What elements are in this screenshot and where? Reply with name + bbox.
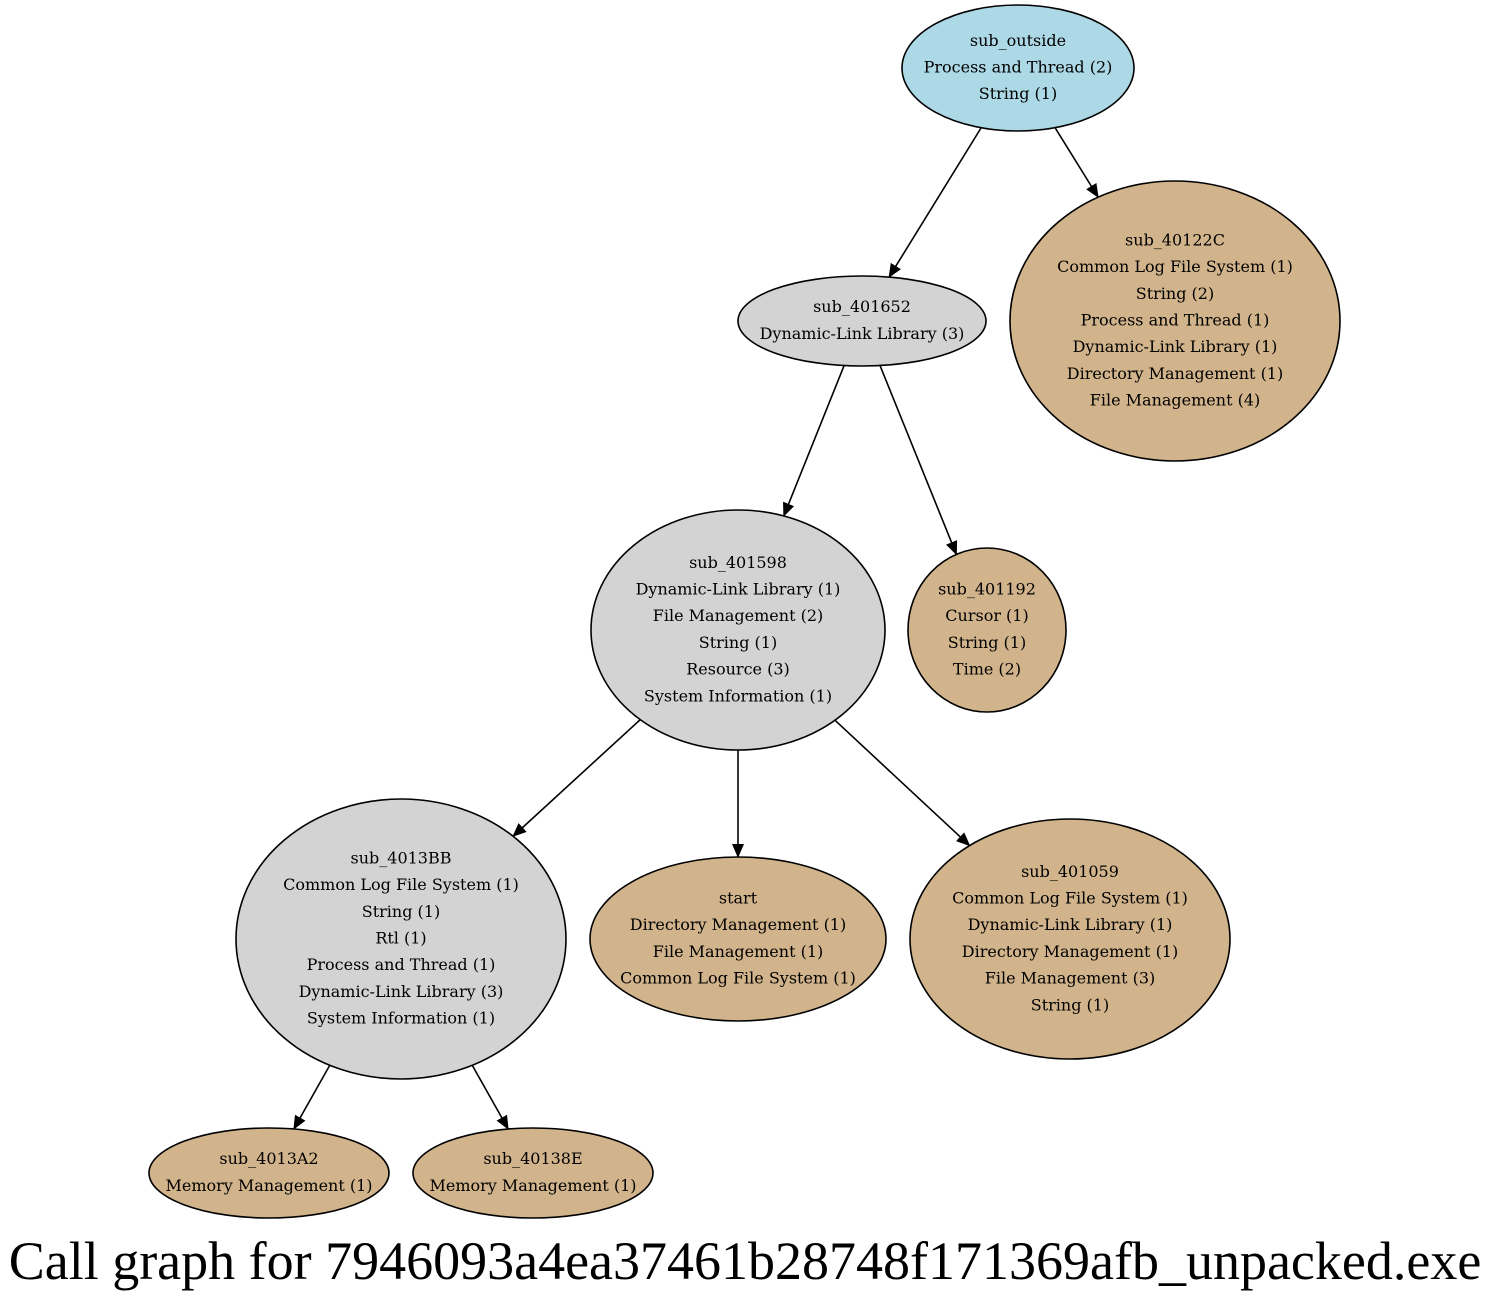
node-shape-sub_401192 — [907, 547, 1067, 713]
node-shape-sub_4013A2 — [148, 1127, 390, 1219]
node-category-label: Resource (3) — [686, 660, 790, 679]
node-category-label: Common Log File System (1) — [620, 969, 856, 988]
node-category-label: String (1) — [948, 633, 1026, 652]
node-category-label: Common Log File System (1) — [1057, 257, 1293, 276]
edge-sub_401598-to-sub_4013BB — [512, 719, 641, 837]
node-category-label: System Information (1) — [644, 686, 832, 705]
edge-sub_outside-to-sub_401652 — [888, 127, 982, 278]
node-shape-sub_401059 — [909, 818, 1231, 1060]
node-title: sub_401059 — [1021, 862, 1119, 881]
node-category-label: Process and Thread (1) — [1081, 311, 1270, 330]
node-category-label: Directory Management (1) — [630, 915, 846, 934]
node-category-label: Rtl (1) — [375, 929, 426, 948]
edges-layer — [293, 127, 1099, 1130]
node-category-label: System Information (1) — [307, 1009, 495, 1028]
edge-sub_4013BB-to-sub_4013A2 — [293, 1064, 331, 1130]
graph-caption: Call graph for 7946093a4ea37461b28748f17… — [9, 1231, 1482, 1291]
node-category-label: Dynamic-Link Library (1) — [636, 579, 841, 598]
node-category-label: File Management (1) — [653, 942, 824, 961]
node-category-label: Dynamic-Link Library (1) — [968, 915, 1173, 934]
node-title: sub_401598 — [689, 553, 787, 572]
node-category-label: Process and Thread (2) — [924, 58, 1113, 77]
node-title: sub_40122C — [1125, 230, 1225, 249]
node-category-label: Common Log File System (1) — [952, 888, 1188, 907]
node-category-label: Memory Management (1) — [165, 1176, 372, 1195]
node-category-label: Dynamic-Link Library (1) — [1073, 337, 1278, 356]
node-category-label: Common Log File System (1) — [283, 875, 519, 894]
node-category-label: File Management (3) — [985, 969, 1156, 988]
edge-sub_401652-to-sub_401192 — [879, 365, 958, 556]
node-category-label: String (1) — [362, 902, 440, 921]
node-shape-sub_outside — [901, 4, 1135, 132]
node-category-label: Process and Thread (1) — [307, 955, 496, 974]
node-shape-start — [589, 856, 887, 1022]
node-category-label: Time (2) — [953, 660, 1021, 679]
node-shape-sub_40138E — [412, 1127, 654, 1219]
node-title: sub_40138E — [483, 1149, 582, 1168]
node-category-label: Dynamic-Link Library (3) — [760, 324, 965, 343]
node-category-label: Memory Management (1) — [429, 1176, 636, 1195]
node-sub_4013BB: sub_4013BB Common Log File System (1) Stri… — [235, 798, 567, 1080]
node-title: sub_401192 — [938, 579, 1036, 598]
node-category-label: Directory Management (1) — [962, 942, 1178, 961]
edge-sub_401598-to-sub_401059 — [834, 719, 971, 847]
node-title: sub_4013BB — [351, 848, 452, 867]
node-category-label: String (1) — [1031, 995, 1109, 1014]
node-category-label: Directory Management (1) — [1067, 364, 1283, 383]
edge-sub_401652-to-sub_401598 — [783, 365, 845, 517]
node-shape-sub_40122C — [1009, 180, 1341, 462]
node-category-label: File Management (4) — [1090, 391, 1261, 410]
edge-sub_outside-to-sub_40122C — [1054, 127, 1099, 198]
node-title: sub_4013A2 — [219, 1149, 318, 1168]
node-category-label: File Management (2) — [653, 606, 824, 625]
node-sub_40122C: sub_40122C Common Log File System (1) Stri… — [1009, 180, 1341, 462]
node-title: start — [719, 888, 758, 907]
node-category-label: String (1) — [979, 84, 1057, 103]
node-shape-sub_401652 — [737, 275, 987, 367]
node-category-label: String (1) — [699, 633, 777, 652]
node-category-label: String (2) — [1136, 284, 1214, 303]
node-category-label: Dynamic-Link Library (3) — [299, 982, 504, 1001]
edge-sub_4013BB-to-sub_40138E — [471, 1064, 509, 1130]
node-title: sub_outside — [970, 31, 1066, 50]
node-title: sub_401652 — [813, 297, 911, 316]
node-sub_40138E: sub_40138E Memory Management (1) — [412, 1127, 654, 1219]
node-category-label: Cursor (1) — [945, 606, 1028, 625]
node-shape-sub_401598 — [590, 509, 886, 751]
node-shape-sub_4013BB — [235, 798, 567, 1080]
